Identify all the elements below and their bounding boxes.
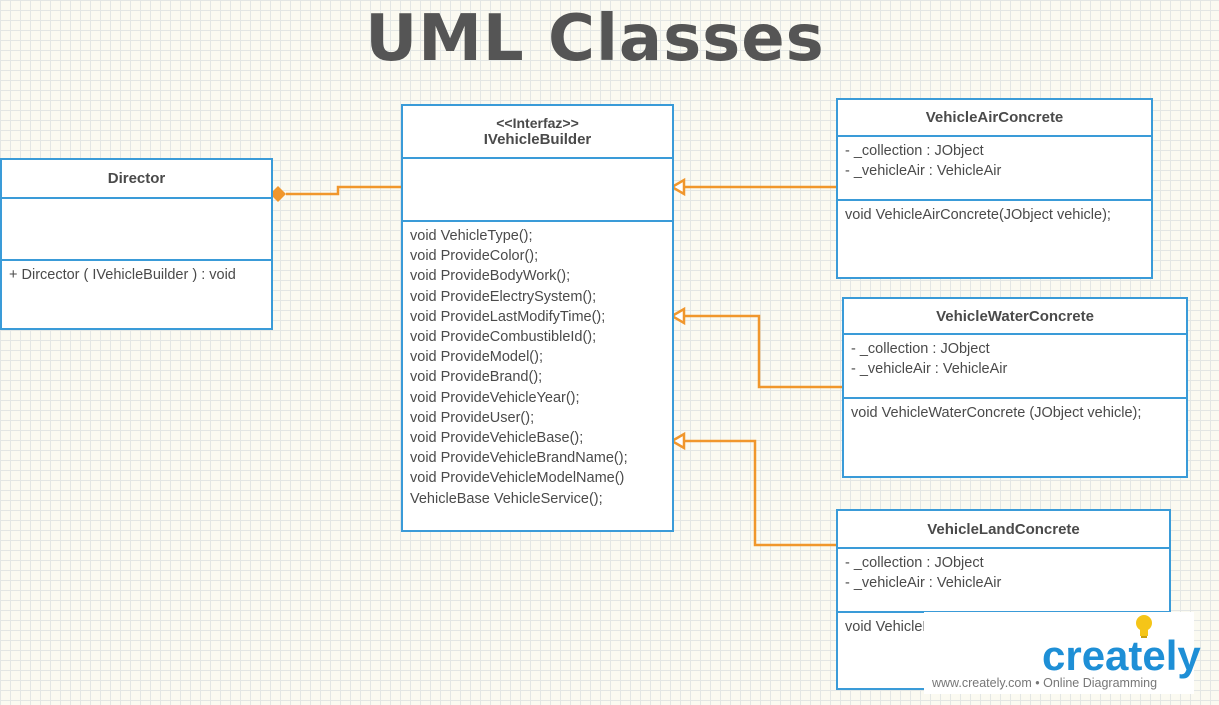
attribute-line: - _collection : JObject [845, 555, 984, 571]
water-class-name: VehicleWaterConcrete [936, 307, 1094, 325]
land-realization-connector [684, 439, 837, 547]
attribute-line: - _collection : JObject [851, 341, 990, 357]
water-realization-connector [684, 314, 843, 389]
builder-methods: void VehicleType(); void ProvideColor(); v… [403, 222, 672, 530]
method-line: void ProvideBodyWork(); [410, 268, 571, 285]
builder-interface-header: <<Interfaz>> IVehicleBuilder [403, 106, 672, 159]
creately-tagline: www.creately.com • Online Diagramming [932, 676, 1158, 690]
method-line: void VehicleAirConcrete(JObject vehicle)… [845, 207, 1111, 223]
water-class-header: VehicleWaterConcrete [844, 299, 1186, 335]
land-class-header: VehicleLandConcrete [838, 511, 1169, 549]
water-methods: void VehicleWaterConcrete (JObject vehic… [844, 399, 1186, 476]
air-class[interactable]: VehicleAirConcrete - _collection : JObje… [836, 98, 1153, 279]
director-methods: + Dircector ( IVehicleBuilder ) : void [2, 261, 271, 328]
director-attributes [2, 199, 271, 261]
composition-connector [286, 185, 402, 196]
air-attributes: - _collection : JObject - _vehicleAir : V… [838, 137, 1151, 201]
method-line: void VehicleWaterConcrete (JObject vehic… [851, 405, 1142, 421]
director-class-header: Director [2, 160, 271, 199]
land-attributes: - _collection : JObject - _vehicleAir : V… [838, 549, 1169, 613]
director-class-name: Director [107, 170, 166, 187]
air-methods: void VehicleAirConcrete(JObject vehicle)… [838, 201, 1151, 277]
method-line: void VehicleType(); [410, 228, 533, 244]
air-realization-arrowhead [669, 177, 686, 197]
attribute-line: - _collection : JObject [845, 143, 984, 159]
method-line: void ProvideVehicleBase(); [410, 430, 584, 447]
lightbulb-icon [1136, 615, 1152, 638]
builder-stereotype: <<Interfaz>> [496, 115, 579, 131]
composition-diamond [270, 186, 286, 202]
method-line: void ProvideVehicleYear(); [410, 389, 580, 406]
builder-interface-name: IVehicleBuilder [483, 131, 592, 148]
method-line: + Dircector ( IVehicleBuilder ) : void [9, 267, 236, 283]
attribute-line: - _vehicleAir : VehicleAir [845, 163, 1002, 180]
creately-logo: creately [1042, 632, 1201, 679]
method-line: void ProvideVehicleBrandName(); [410, 450, 628, 467]
creately-watermark: creately www.creately.com • Online Diagr… [924, 612, 1201, 694]
method-line: void ProvideModel(); [410, 349, 543, 366]
director-class[interactable]: Director + Dircector ( IVehicleBuilder )… [0, 158, 273, 330]
builder-interface[interactable]: <<Interfaz>> IVehicleBuilder void Vehicl… [401, 104, 674, 532]
method-line: VehicleBase VehicleService(); [410, 490, 603, 507]
air-class-header: VehicleAirConcrete [838, 100, 1151, 137]
method-line: void ProvideBrand(); [410, 369, 543, 386]
air-class-name: VehicleAirConcrete [925, 109, 1064, 126]
method-line: void ProvideColor(); [410, 248, 539, 265]
method-line: void ProvideElectrySystem(); [410, 288, 597, 305]
method-line: void ProvideLastModifyTime(); [410, 308, 606, 325]
attribute-line: - _vehicleAir : VehicleAir [845, 575, 1002, 592]
water-class[interactable]: VehicleWaterConcrete - _collection : JOb… [842, 297, 1188, 478]
diagram-title: UML Classes [365, 2, 825, 76]
land-class-name: VehicleLandConcrete [927, 520, 1080, 538]
method-line: void ProvideUser(); [410, 409, 535, 426]
method-line: void ProvideCombustibleId(); [410, 329, 597, 346]
attribute-line: - _vehicleAir : VehicleAir [851, 361, 1008, 378]
method-line: void ProvideVehicleModelName() [410, 470, 625, 487]
land-realization-arrowhead [669, 431, 686, 451]
builder-attributes [403, 159, 672, 222]
water-attributes: - _collection : JObject - _vehicleAir : V… [844, 335, 1186, 399]
water-realization-arrowhead [669, 306, 686, 326]
